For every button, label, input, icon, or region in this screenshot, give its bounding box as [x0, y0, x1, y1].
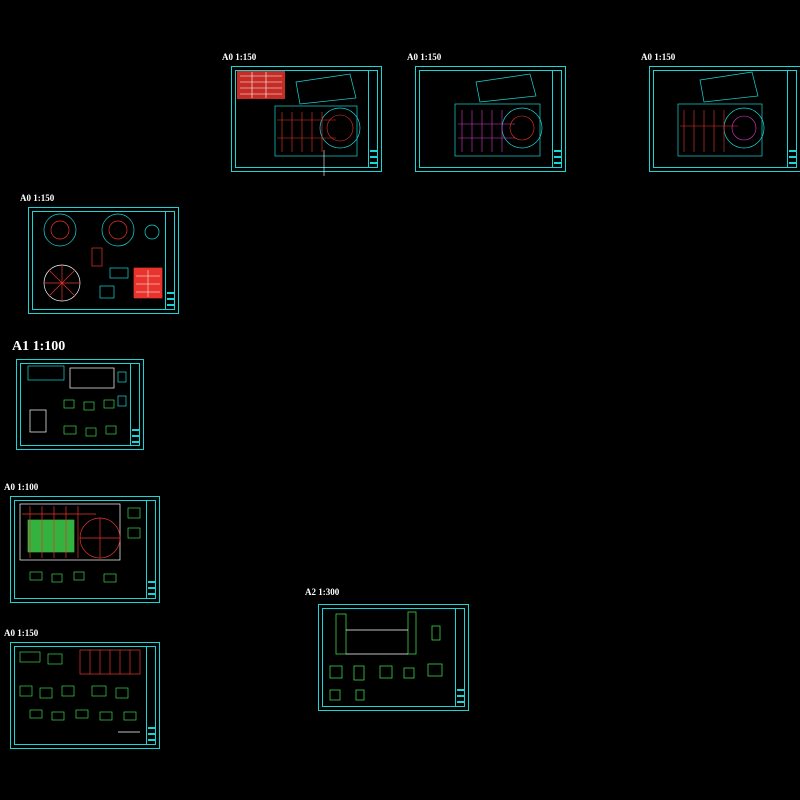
- title-block: [146, 500, 156, 599]
- title-block: [787, 70, 797, 168]
- title-block: [368, 70, 378, 168]
- sheet-frame-details-a1[interactable]: [16, 359, 144, 450]
- title-block: [552, 70, 562, 168]
- title-block: [146, 646, 156, 745]
- plan-green-drawing: [19, 503, 141, 583]
- sheet-label-details-a1: A1 1:100: [12, 339, 66, 354]
- sheet-frame-plan-1[interactable]: [231, 66, 382, 172]
- plan-2-drawing: [454, 73, 543, 157]
- sheet-frame-details-green[interactable]: [10, 642, 160, 749]
- domes-drawing: [43, 213, 163, 302]
- sheet-frame-plan-green[interactable]: [10, 496, 160, 603]
- sheet-frame-plan-3[interactable]: [649, 66, 800, 172]
- sheet-frame-domes[interactable]: [28, 207, 179, 314]
- sheet-frame-sections[interactable]: [318, 604, 469, 711]
- sections-drawing: [329, 611, 443, 701]
- sheet-label-plan-1: A0 1:150: [222, 52, 257, 62]
- sheet-label-domes: A0 1:150: [20, 193, 55, 203]
- title-block: [130, 363, 140, 446]
- sheet-label-plan-2: A0 1:150: [407, 52, 442, 62]
- title-block: [455, 608, 465, 707]
- sheet-label-sections: A2 1:300: [305, 587, 340, 597]
- title-block: [165, 211, 175, 310]
- sheet-frame-plan-2[interactable]: [415, 66, 566, 172]
- sheet-label-plan-3: A0 1:150: [641, 52, 676, 62]
- sheet-label-plan-green: A0 1:100: [4, 482, 39, 492]
- sheet-label-details-green: A0 1:150: [4, 628, 39, 638]
- plan-1-drawing: [237, 71, 361, 176]
- details-green-drawing: [19, 649, 141, 733]
- details-a1-drawing: [27, 365, 127, 437]
- plan-3-drawing: [677, 71, 765, 157]
